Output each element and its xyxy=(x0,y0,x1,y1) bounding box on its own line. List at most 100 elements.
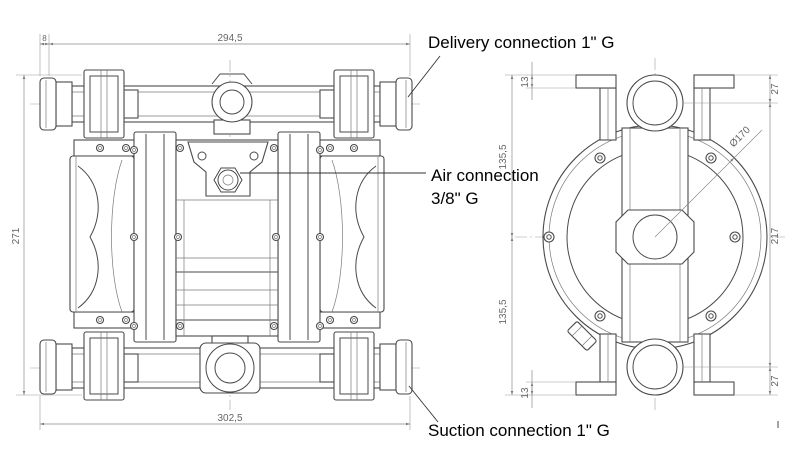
dim-diameter: Ø170 xyxy=(728,124,753,149)
bolt xyxy=(175,143,185,153)
side-top-left-bar xyxy=(575,74,617,89)
air-label-line2: 3/8" G xyxy=(431,189,479,208)
side-bottom-port-outer xyxy=(626,338,684,396)
bottom-right-block xyxy=(333,331,375,401)
left-diaphragm-curve xyxy=(77,165,99,309)
bolt-center xyxy=(132,324,136,328)
dim-bottom-right: 27 xyxy=(770,375,781,387)
bolt xyxy=(95,315,105,325)
left-chamber-curve xyxy=(111,159,123,313)
bolt-center xyxy=(124,146,128,150)
bolt-center xyxy=(178,146,182,150)
side-view: 135,5 135,5 13 13 27 217 27 Ø170 xyxy=(498,58,785,428)
dim-line-diameter-tail xyxy=(733,129,763,159)
front-dimensions: 8 294,5 271 302,5 xyxy=(11,33,411,430)
top-right-sleeve xyxy=(379,81,397,127)
air-port-hex xyxy=(213,167,243,193)
top-manifold xyxy=(39,69,413,139)
right-diaphragm-curve xyxy=(355,165,377,309)
bolt xyxy=(269,143,279,153)
side-top-connection xyxy=(575,74,735,141)
bolt xyxy=(95,143,105,153)
right-housing-plate xyxy=(277,131,321,343)
bolt-center xyxy=(98,146,102,150)
bolt-center xyxy=(132,235,136,239)
air-port-outer xyxy=(217,169,239,191)
bolt-hole xyxy=(594,310,606,322)
top-right-collar xyxy=(319,89,335,119)
front-bolts xyxy=(95,143,359,331)
side-bolt-holes xyxy=(543,152,741,322)
bolt-center xyxy=(176,235,180,239)
side-bottom-right-bar xyxy=(693,381,735,396)
air-block-screw xyxy=(197,151,207,161)
dim-between-ports: 217 xyxy=(770,227,781,244)
bolt-center xyxy=(328,146,332,150)
top-left-collar xyxy=(123,89,139,119)
bolt xyxy=(349,315,359,325)
bolt-hole-center xyxy=(708,155,714,161)
side-bottom-connection xyxy=(575,333,735,396)
top-right-block-inner xyxy=(339,75,369,133)
side-top-port-inner xyxy=(632,80,678,126)
bolt-center xyxy=(318,148,322,152)
suction-port-boss xyxy=(199,342,261,394)
suction-port-inner xyxy=(214,352,246,384)
bolt-center xyxy=(272,324,276,328)
bolt-hole xyxy=(705,152,717,164)
air-block-screw xyxy=(249,151,259,161)
dim-top-width: 294,5 xyxy=(217,33,242,44)
left-housing-plate xyxy=(133,131,177,343)
bottom-right-nut xyxy=(395,339,413,395)
left-housing xyxy=(133,131,177,343)
bolt xyxy=(129,321,139,331)
right-chamber xyxy=(319,155,385,313)
bolt xyxy=(315,145,325,155)
bolt xyxy=(173,232,183,242)
top-left-block xyxy=(83,69,125,139)
dim-bottom-width: 302,5 xyxy=(217,413,242,424)
bottom-left-nut xyxy=(39,339,57,395)
bolt-center xyxy=(328,318,332,322)
muffler-line xyxy=(581,335,593,347)
bolt-center xyxy=(98,318,102,322)
bolt-hole xyxy=(594,152,606,164)
bolt-hole-center xyxy=(597,313,603,319)
dim-lower-half: 135,5 xyxy=(498,299,509,324)
suction-leader xyxy=(408,385,439,423)
bolt xyxy=(349,143,359,153)
bolt-hole xyxy=(705,310,717,322)
bolt xyxy=(315,321,325,331)
bottom-right-block-inner xyxy=(339,337,369,395)
air-port-inner xyxy=(222,174,234,186)
bolt-center xyxy=(352,146,356,150)
bolt xyxy=(175,321,185,331)
bottom-left-block-inner xyxy=(89,337,119,395)
side-hub-bore xyxy=(632,214,678,260)
top-left-sleeve xyxy=(55,81,73,127)
bolt-center xyxy=(178,324,182,328)
dim-top-small: 13 xyxy=(520,76,531,88)
side-top-port-outer xyxy=(626,74,684,132)
bolt-hole-center xyxy=(546,234,552,240)
delivery-port-inner xyxy=(219,89,245,115)
bolt-center xyxy=(318,324,322,328)
bottom-left-block xyxy=(83,331,125,401)
bolt-hole xyxy=(543,231,555,243)
top-right-block xyxy=(333,69,375,139)
bolt xyxy=(325,143,335,153)
bolt-hole-center xyxy=(732,234,738,240)
air-label-line1: Air connection xyxy=(431,166,539,185)
dim-top-right: 27 xyxy=(770,83,781,95)
bolt-center xyxy=(124,318,128,322)
dim-height: 271 xyxy=(11,227,22,244)
side-bottom-port-inner xyxy=(632,344,678,390)
muffler-line xyxy=(571,325,583,337)
bolt-hole-center xyxy=(597,155,603,161)
bolt xyxy=(269,321,279,331)
muffler-body xyxy=(567,321,597,351)
top-right-nut xyxy=(395,77,413,131)
annotations: Delivery connection 1" G Air connection … xyxy=(240,33,615,440)
delivery-leader xyxy=(407,55,441,98)
